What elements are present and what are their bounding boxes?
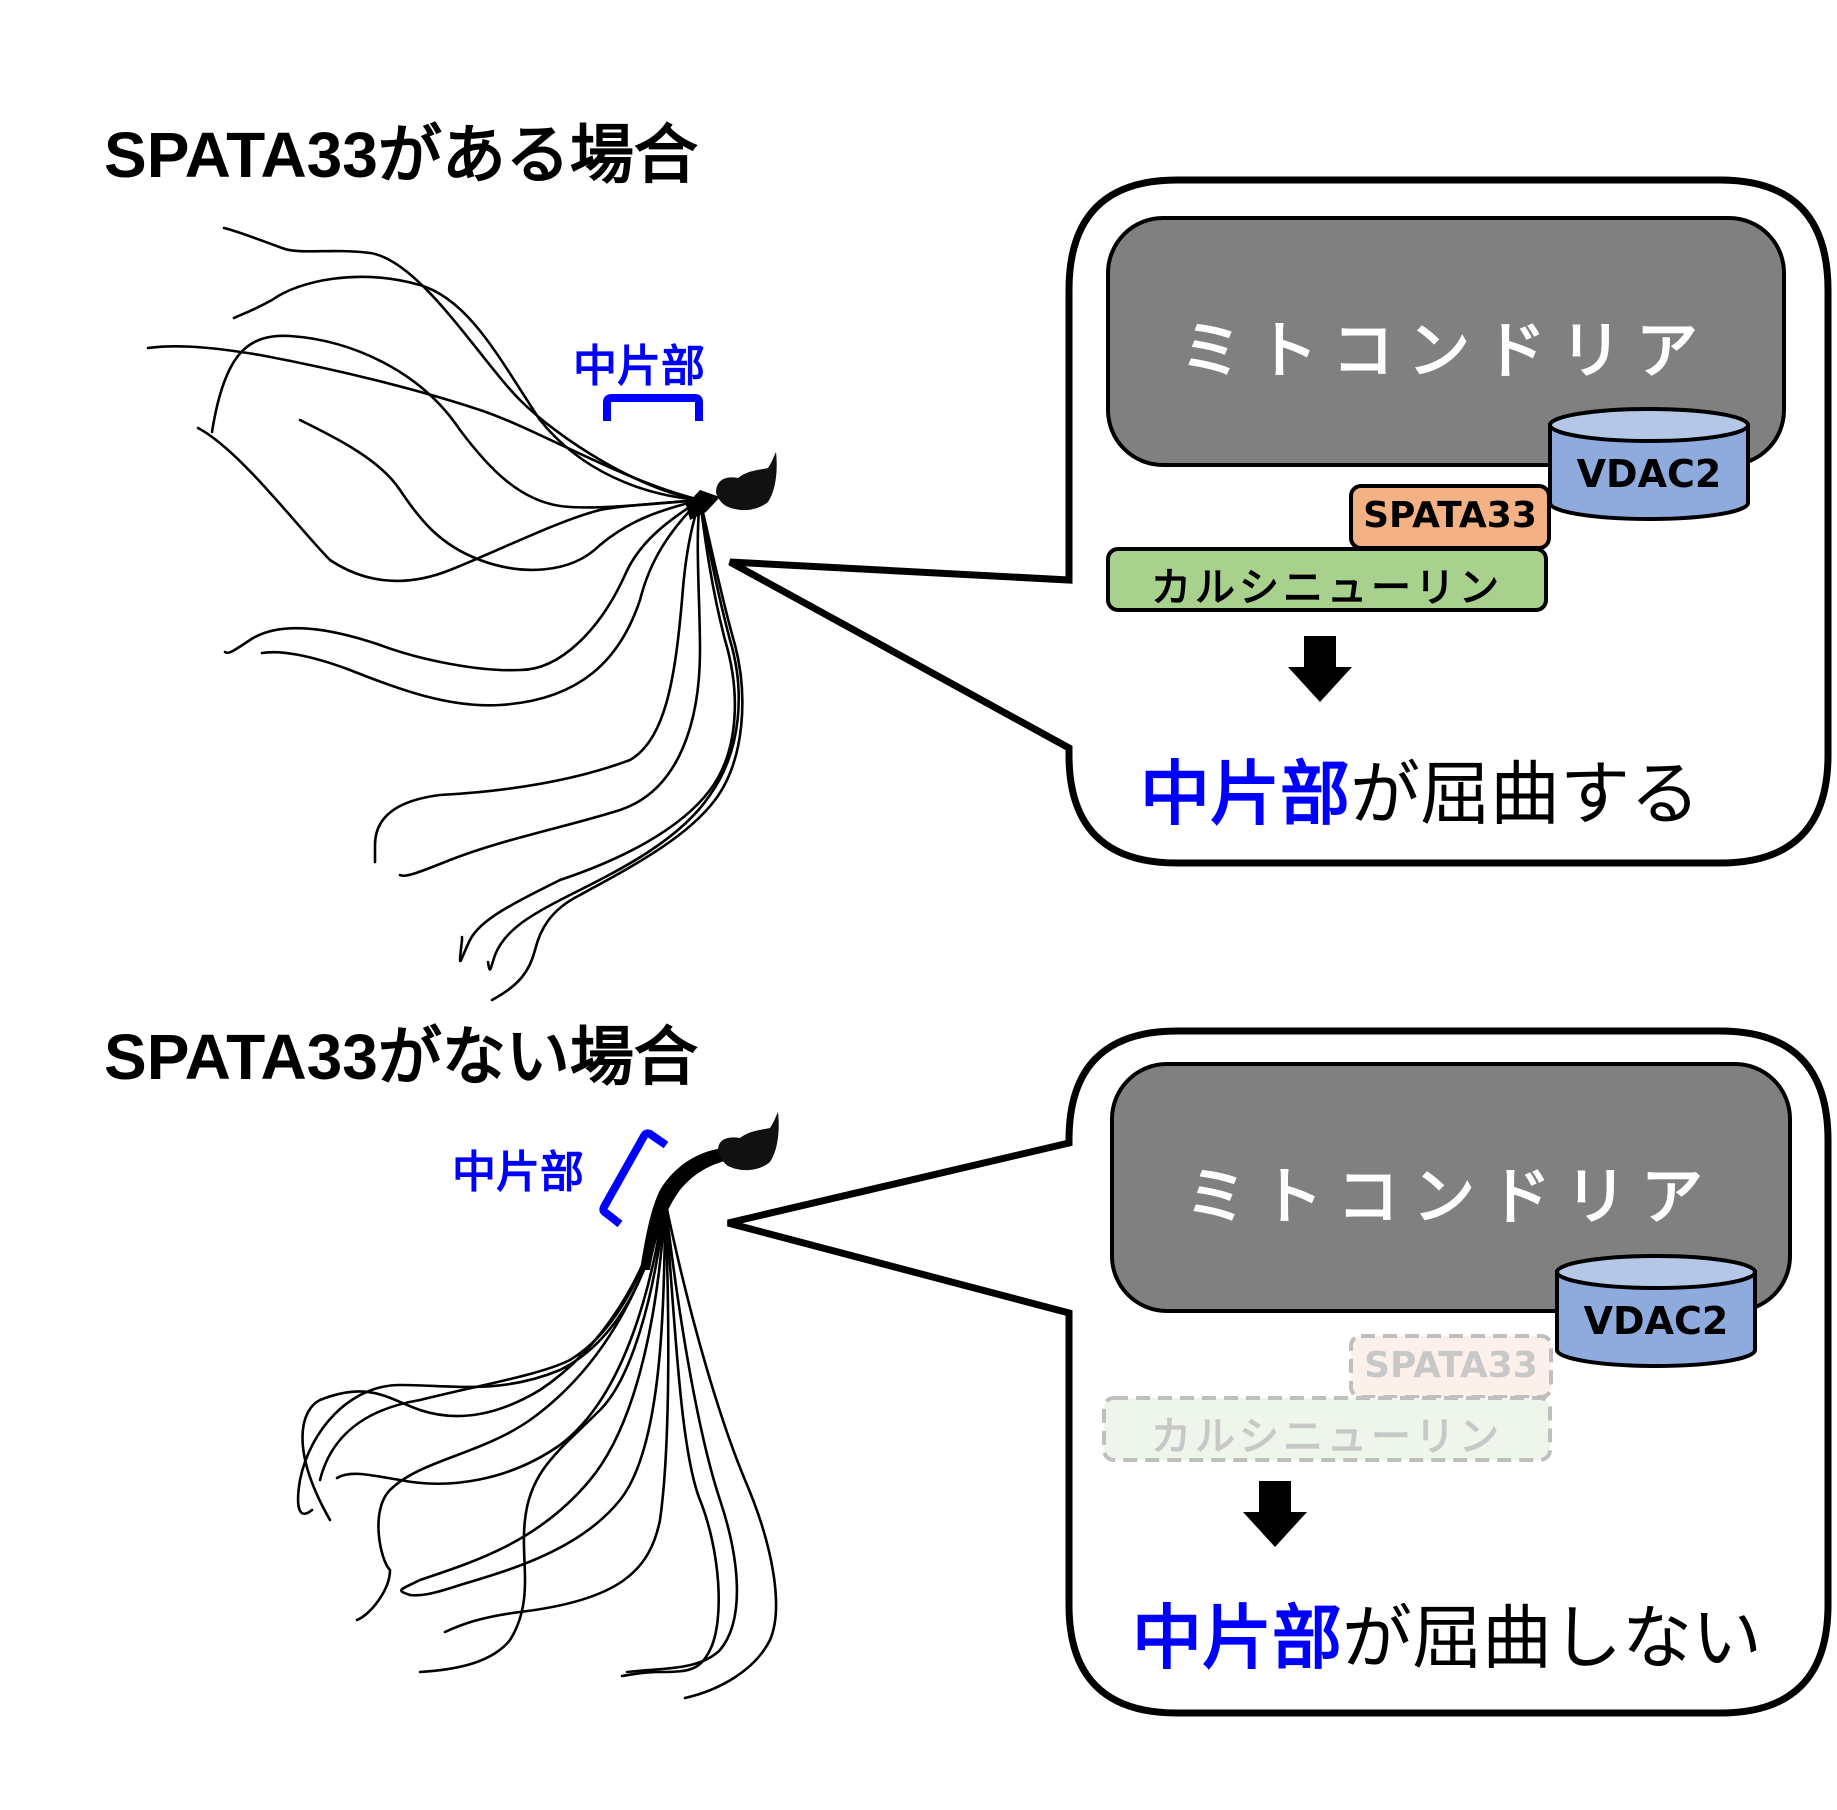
midpiece-bracket-icon [603, 394, 703, 421]
midpiece-label-top: 中片部 [573, 341, 705, 392]
mitochondria-label-bottom: ミトコンドリア [1184, 1160, 1717, 1233]
vdac2-cylinder-bottom [1555, 1254, 1757, 1368]
midpiece-bottom [640, 1148, 728, 1270]
result-highlight-midpiece: 中片部 [1132, 1597, 1342, 1679]
calcineurin-label-absent: カルシニューリン [1151, 1414, 1503, 1460]
calcineurin-label-top: カルシニューリン [1151, 565, 1503, 611]
result-highlight-midpiece: 中片部 [1140, 753, 1350, 835]
midpiece-bracket-icon [599, 1129, 669, 1228]
down-arrow-icon [1243, 1481, 1307, 1547]
mitochondria-label-top: ミトコンドリア [1179, 314, 1712, 387]
result-text-bottom: 中片部が屈曲しない [1132, 1582, 1762, 1683]
midpiece-top [686, 490, 720, 520]
calcineurin-box-top [1106, 547, 1548, 612]
mitochondria-box-top [1106, 216, 1786, 467]
sperm-illustration-bottom [296, 1198, 778, 1700]
panel-title-with-spata33: SPATA33がある場合 [104, 119, 698, 191]
sperm-head-icon [716, 452, 777, 511]
panel-title-without-spata33: SPATA33がない場合 [104, 1021, 698, 1093]
result-text-top: 中片部が屈曲する [1140, 738, 1700, 839]
spata33-label-absent: SPATA33 [1364, 1345, 1538, 1386]
midpiece-label-bottom: 中片部 [452, 1147, 584, 1198]
mitochondria-box-bottom [1110, 1062, 1792, 1313]
down-arrow-icon [1288, 636, 1352, 702]
result-outcome: が屈曲しない [1342, 1597, 1762, 1679]
vdac2-label-top: VDAC2 [1576, 452, 1722, 496]
vdac2-cylinder-top [1548, 407, 1750, 521]
spata33-label-top: SPATA33 [1363, 495, 1537, 536]
sperm-head-icon [718, 1112, 779, 1171]
sperm-illustration-top [146, 226, 744, 1002]
vdac2-label-bottom: VDAC2 [1583, 1299, 1729, 1343]
calcineurin-box-absent [1102, 1396, 1552, 1462]
result-outcome: が屈曲する [1350, 753, 1700, 835]
